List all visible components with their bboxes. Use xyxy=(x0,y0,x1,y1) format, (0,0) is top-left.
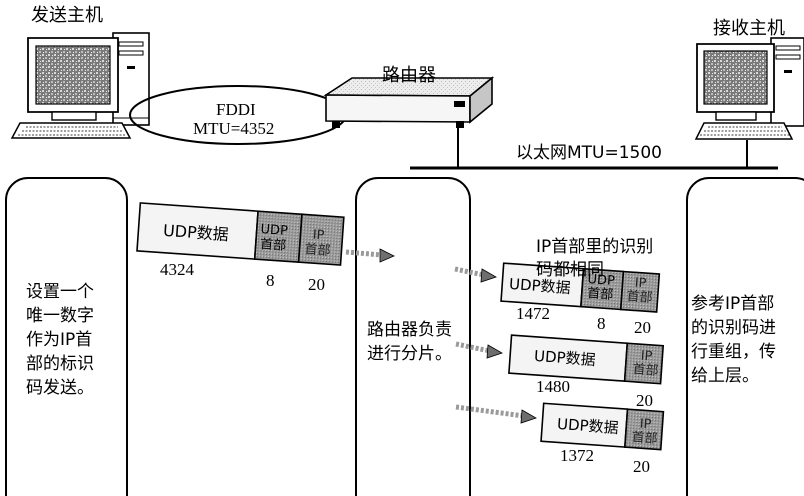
receiver-note: 参考IP首部 的识别码进 行重组，传 给上层。 xyxy=(691,292,776,388)
sender-computer-icon xyxy=(12,33,149,138)
fragment-3-data-label: UDP数据 xyxy=(557,417,619,436)
original-data-label: UDP数据 xyxy=(163,223,230,244)
fragment-3-data-size: 1372 xyxy=(560,447,594,464)
fragment-2-data-size: 1480 xyxy=(536,378,570,395)
fragment-1-ip-header-size: 20 xyxy=(634,319,651,336)
original-data-size: 4324 xyxy=(160,261,194,278)
fragment-1-udp-header-label: UDP 首部 xyxy=(586,273,615,303)
original-ip-header-size: 20 xyxy=(308,276,325,293)
fragment-1-data-label: UDP数据 xyxy=(509,277,571,296)
sender-label: 发送主机 xyxy=(31,7,103,25)
fddi-label: FDDI xyxy=(216,101,256,118)
fragment-1-udp-header-size: 8 xyxy=(597,315,606,332)
receiver-label: 接收主机 xyxy=(713,20,785,38)
receiver-computer-icon xyxy=(696,38,804,139)
fragment-2-data-label: UDP数据 xyxy=(534,349,596,368)
sender-note: 设置一个 唯一数字 作为IP首 部的标识 码发送。 xyxy=(26,280,94,400)
original-udp-header-label: UDP 首部 xyxy=(259,222,288,254)
fragment-3-ip-header-label: IP 首部 xyxy=(631,417,659,447)
fragment-1-data-size: 1472 xyxy=(516,305,550,322)
router-label: 路由器 xyxy=(382,67,436,85)
fddi-mtu-label: MTU=4352 xyxy=(193,120,274,137)
original-udp-header-size: 8 xyxy=(266,272,275,289)
fragment-2-ip-header-label: IP 首部 xyxy=(632,349,660,379)
fragment-2-ip-header-size: 20 xyxy=(636,392,653,409)
fragment-3-ip-header-size: 20 xyxy=(633,458,650,475)
original-ip-header-label: IP 首部 xyxy=(304,227,332,259)
router-note: 路由器负责 进行分片。 xyxy=(367,318,452,366)
fragment-1-ip-header-label: IP 首部 xyxy=(626,276,654,306)
ethernet-label: 以太网MTU=1500 xyxy=(516,145,662,162)
